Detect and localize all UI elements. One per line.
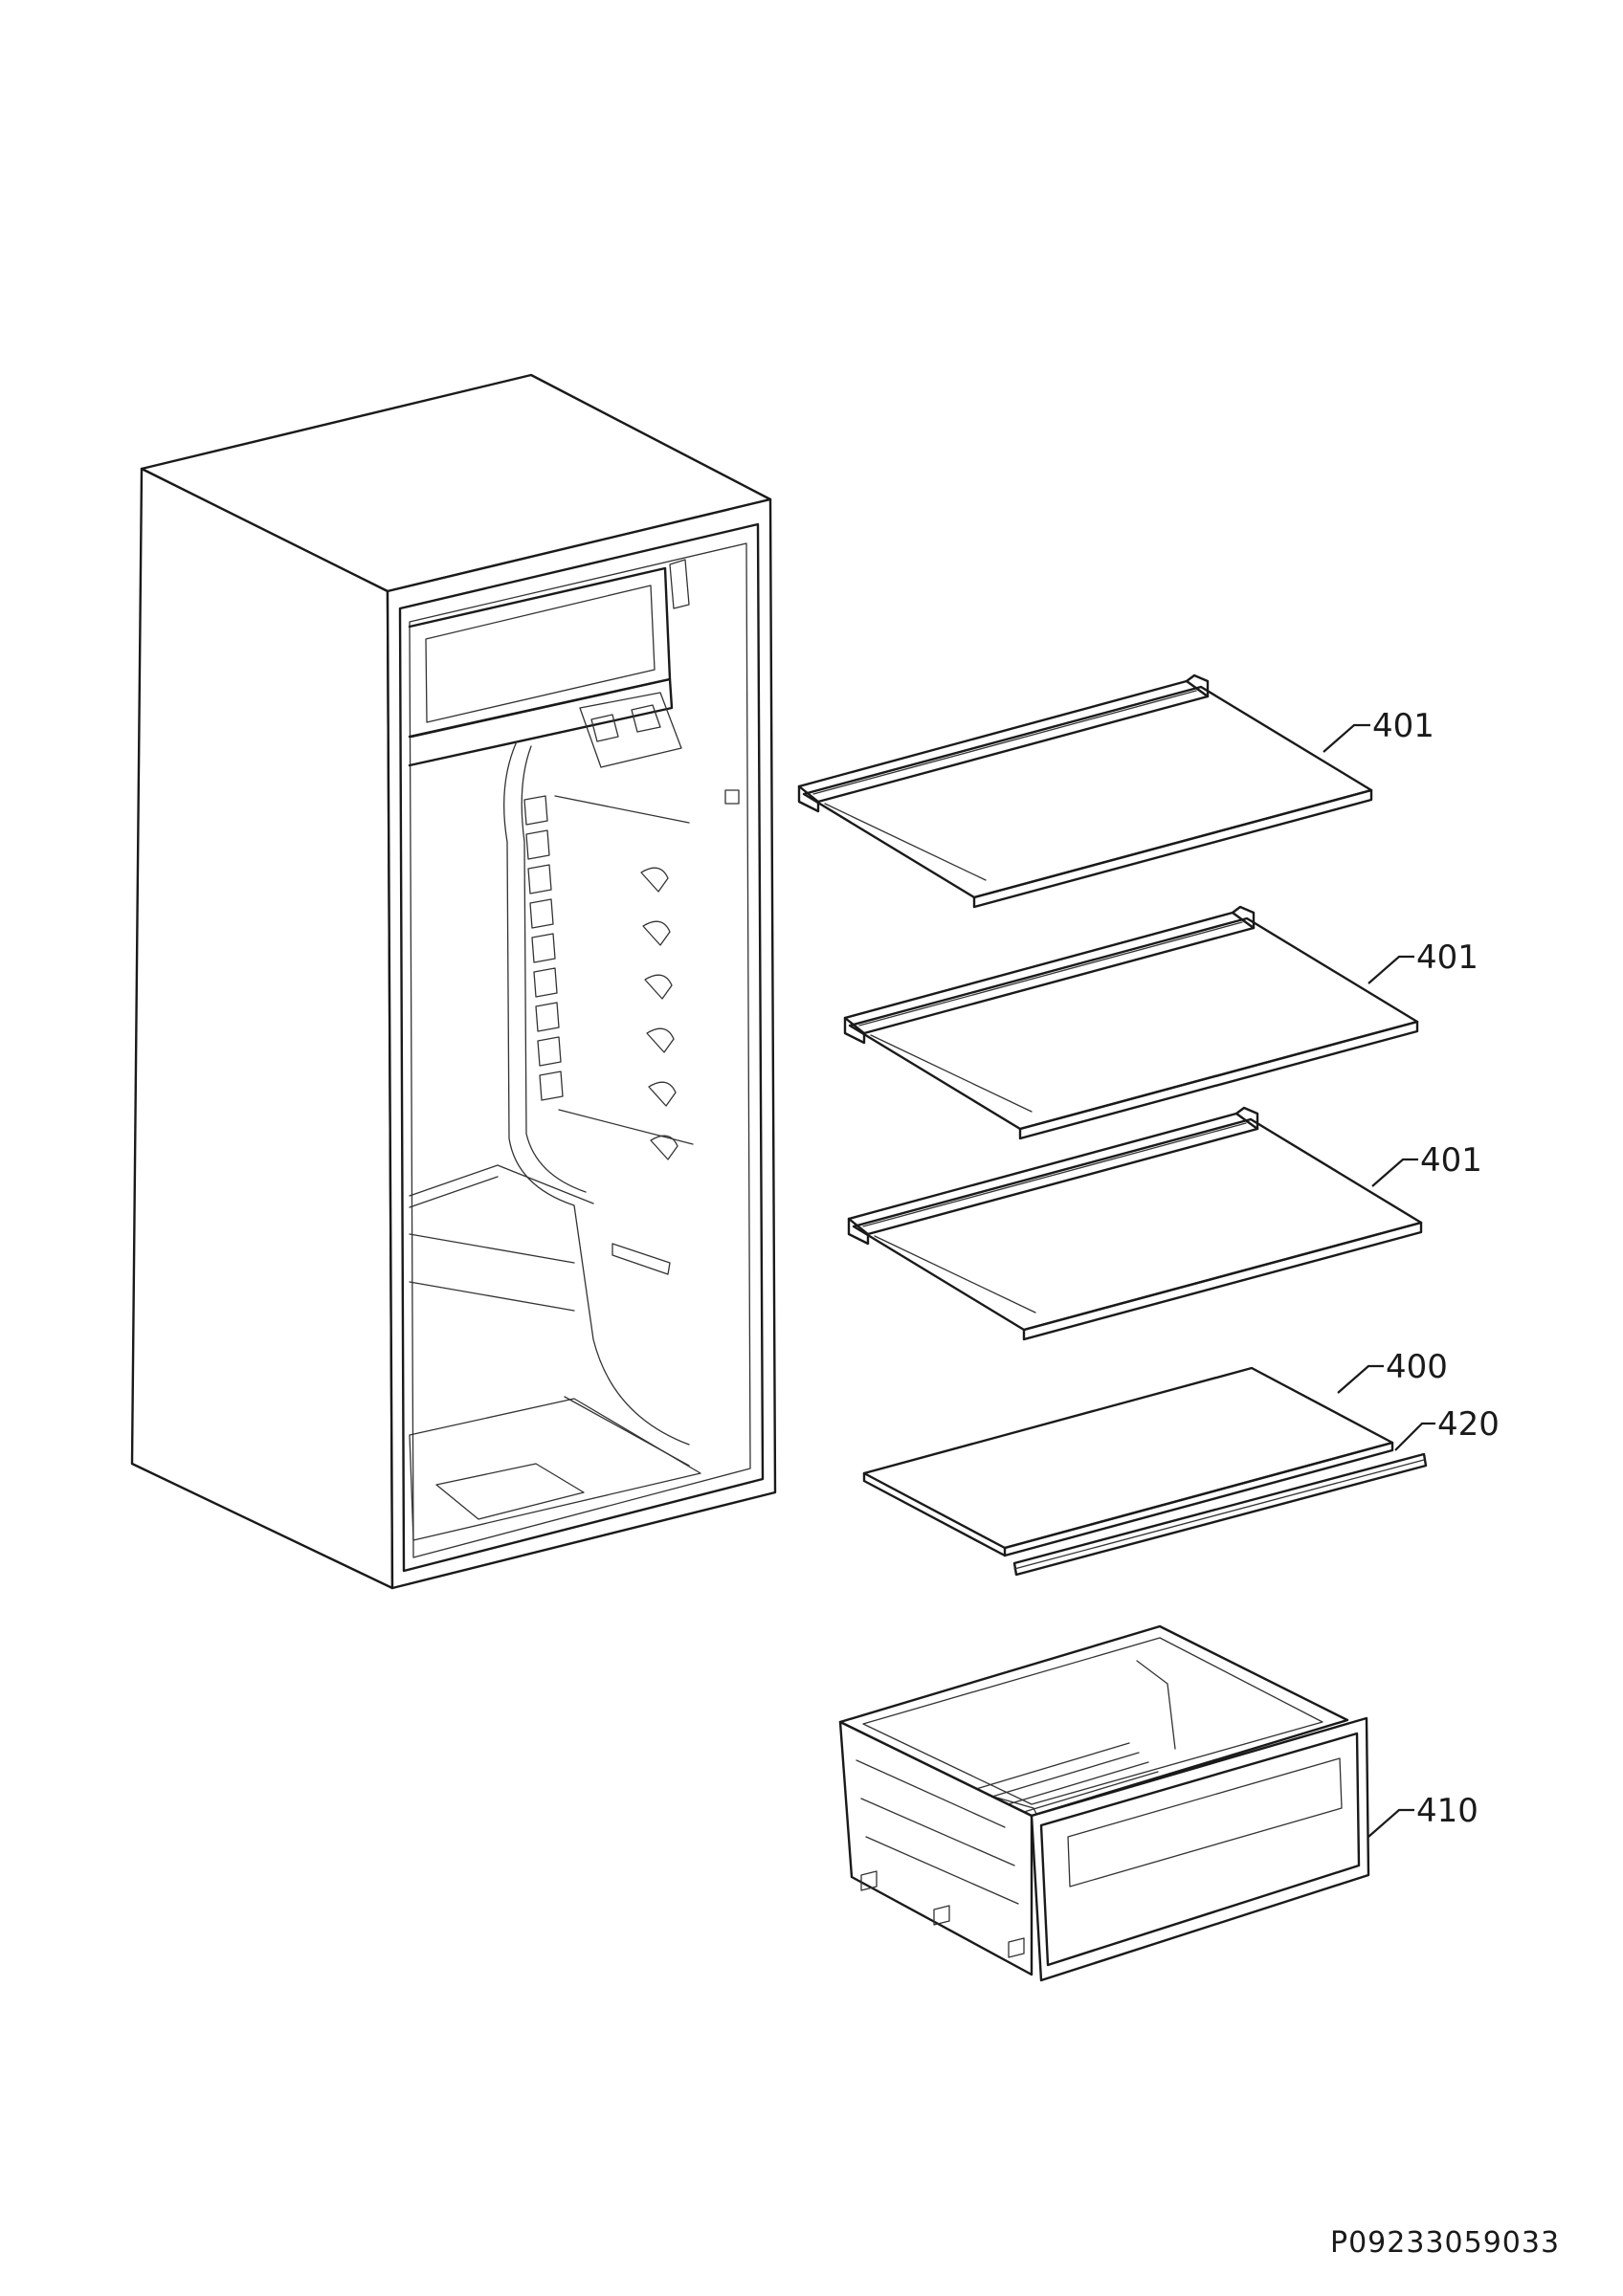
document-id: P09233059033 bbox=[1330, 2226, 1560, 2260]
callout-leaders bbox=[1323, 723, 1435, 1838]
callout-410: 410 bbox=[1416, 1792, 1478, 1830]
callout-401-top: 401 bbox=[1372, 707, 1434, 745]
glass-shelf-middle bbox=[843, 905, 1419, 1140]
trim-strip bbox=[1012, 1452, 1428, 1577]
callout-400: 400 bbox=[1386, 1348, 1448, 1386]
callout-401-middle: 401 bbox=[1416, 938, 1478, 977]
glass-shelf-lower bbox=[847, 1106, 1423, 1341]
glass-shelf-top bbox=[797, 673, 1373, 909]
glass-crisper-cover bbox=[862, 1366, 1394, 1557]
shelf-guides-left bbox=[523, 795, 564, 1101]
callout-401-lower: 401 bbox=[1420, 1141, 1482, 1180]
callout-420: 420 bbox=[1437, 1405, 1500, 1444]
shelf-guides-right bbox=[640, 867, 678, 1160]
crisper-drawer bbox=[838, 1624, 1370, 1982]
refrigerator-cabinet bbox=[130, 373, 777, 1590]
